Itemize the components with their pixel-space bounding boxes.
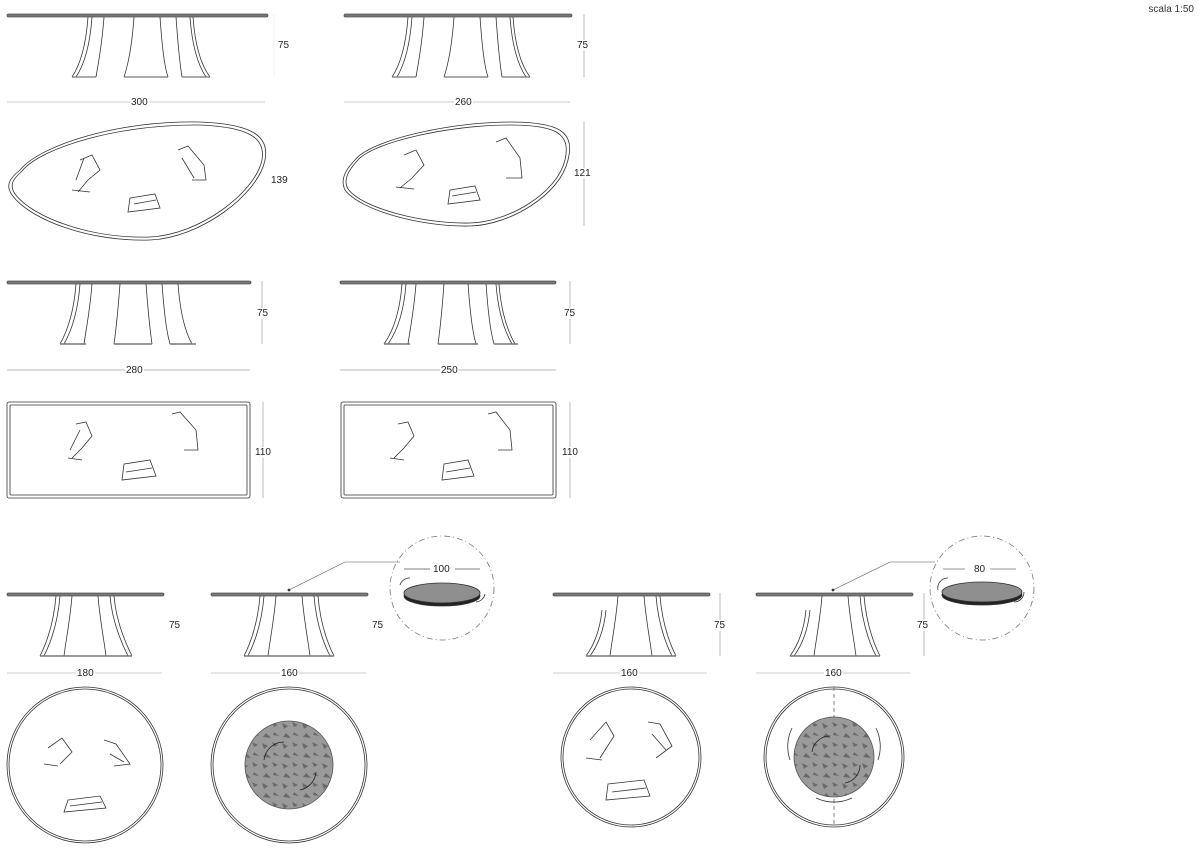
elevation-oval-260	[343, 13, 585, 103]
width-label: 180	[76, 668, 95, 679]
lazy-susan-label: 80	[973, 564, 987, 575]
scale-label: scala 1:50	[1148, 4, 1194, 15]
plan-rect-250	[340, 401, 571, 499]
elevation-rect-280	[6, 280, 263, 371]
width-label: 260	[454, 97, 473, 108]
elevation-round-160-lazy-susan-80	[755, 535, 1035, 674]
width-label: 160	[280, 668, 299, 679]
elevation-rect-250	[339, 280, 571, 371]
plan-rect-280	[6, 401, 264, 499]
plan-oval-260	[342, 121, 585, 227]
width-label: 300	[130, 97, 149, 108]
height-label: 75	[256, 308, 270, 319]
depth-label: 121	[573, 168, 592, 179]
lazy-susan-label: 100	[432, 564, 451, 575]
elevation-round-160	[552, 592, 721, 674]
elevation-oval-300	[6, 13, 275, 103]
width-label: 160	[824, 668, 843, 679]
plan-round-160-lazy-susan-100	[210, 686, 368, 844]
plan-oval-300	[8, 121, 267, 241]
elevation-round-180	[6, 592, 165, 674]
plan-round-180	[6, 686, 164, 844]
height-label: 75	[371, 620, 385, 631]
height-label: 75	[168, 620, 182, 631]
height-label: 75	[576, 40, 590, 51]
elevation-round-160-lazy-susan-100	[210, 535, 495, 674]
height-label: 75	[277, 40, 291, 51]
height-label: 75	[713, 620, 727, 631]
height-label: 75	[563, 308, 577, 319]
width-label: 160	[620, 668, 639, 679]
depth-label: 110	[561, 447, 579, 458]
plan-round-160-lazy-susan-80	[763, 686, 905, 828]
depth-label: 110	[254, 447, 272, 458]
height-label: 75	[916, 620, 930, 631]
width-label: 280	[125, 365, 144, 376]
depth-label: 139	[270, 175, 289, 186]
plan-round-160	[560, 686, 702, 828]
width-label: 250	[440, 365, 459, 376]
